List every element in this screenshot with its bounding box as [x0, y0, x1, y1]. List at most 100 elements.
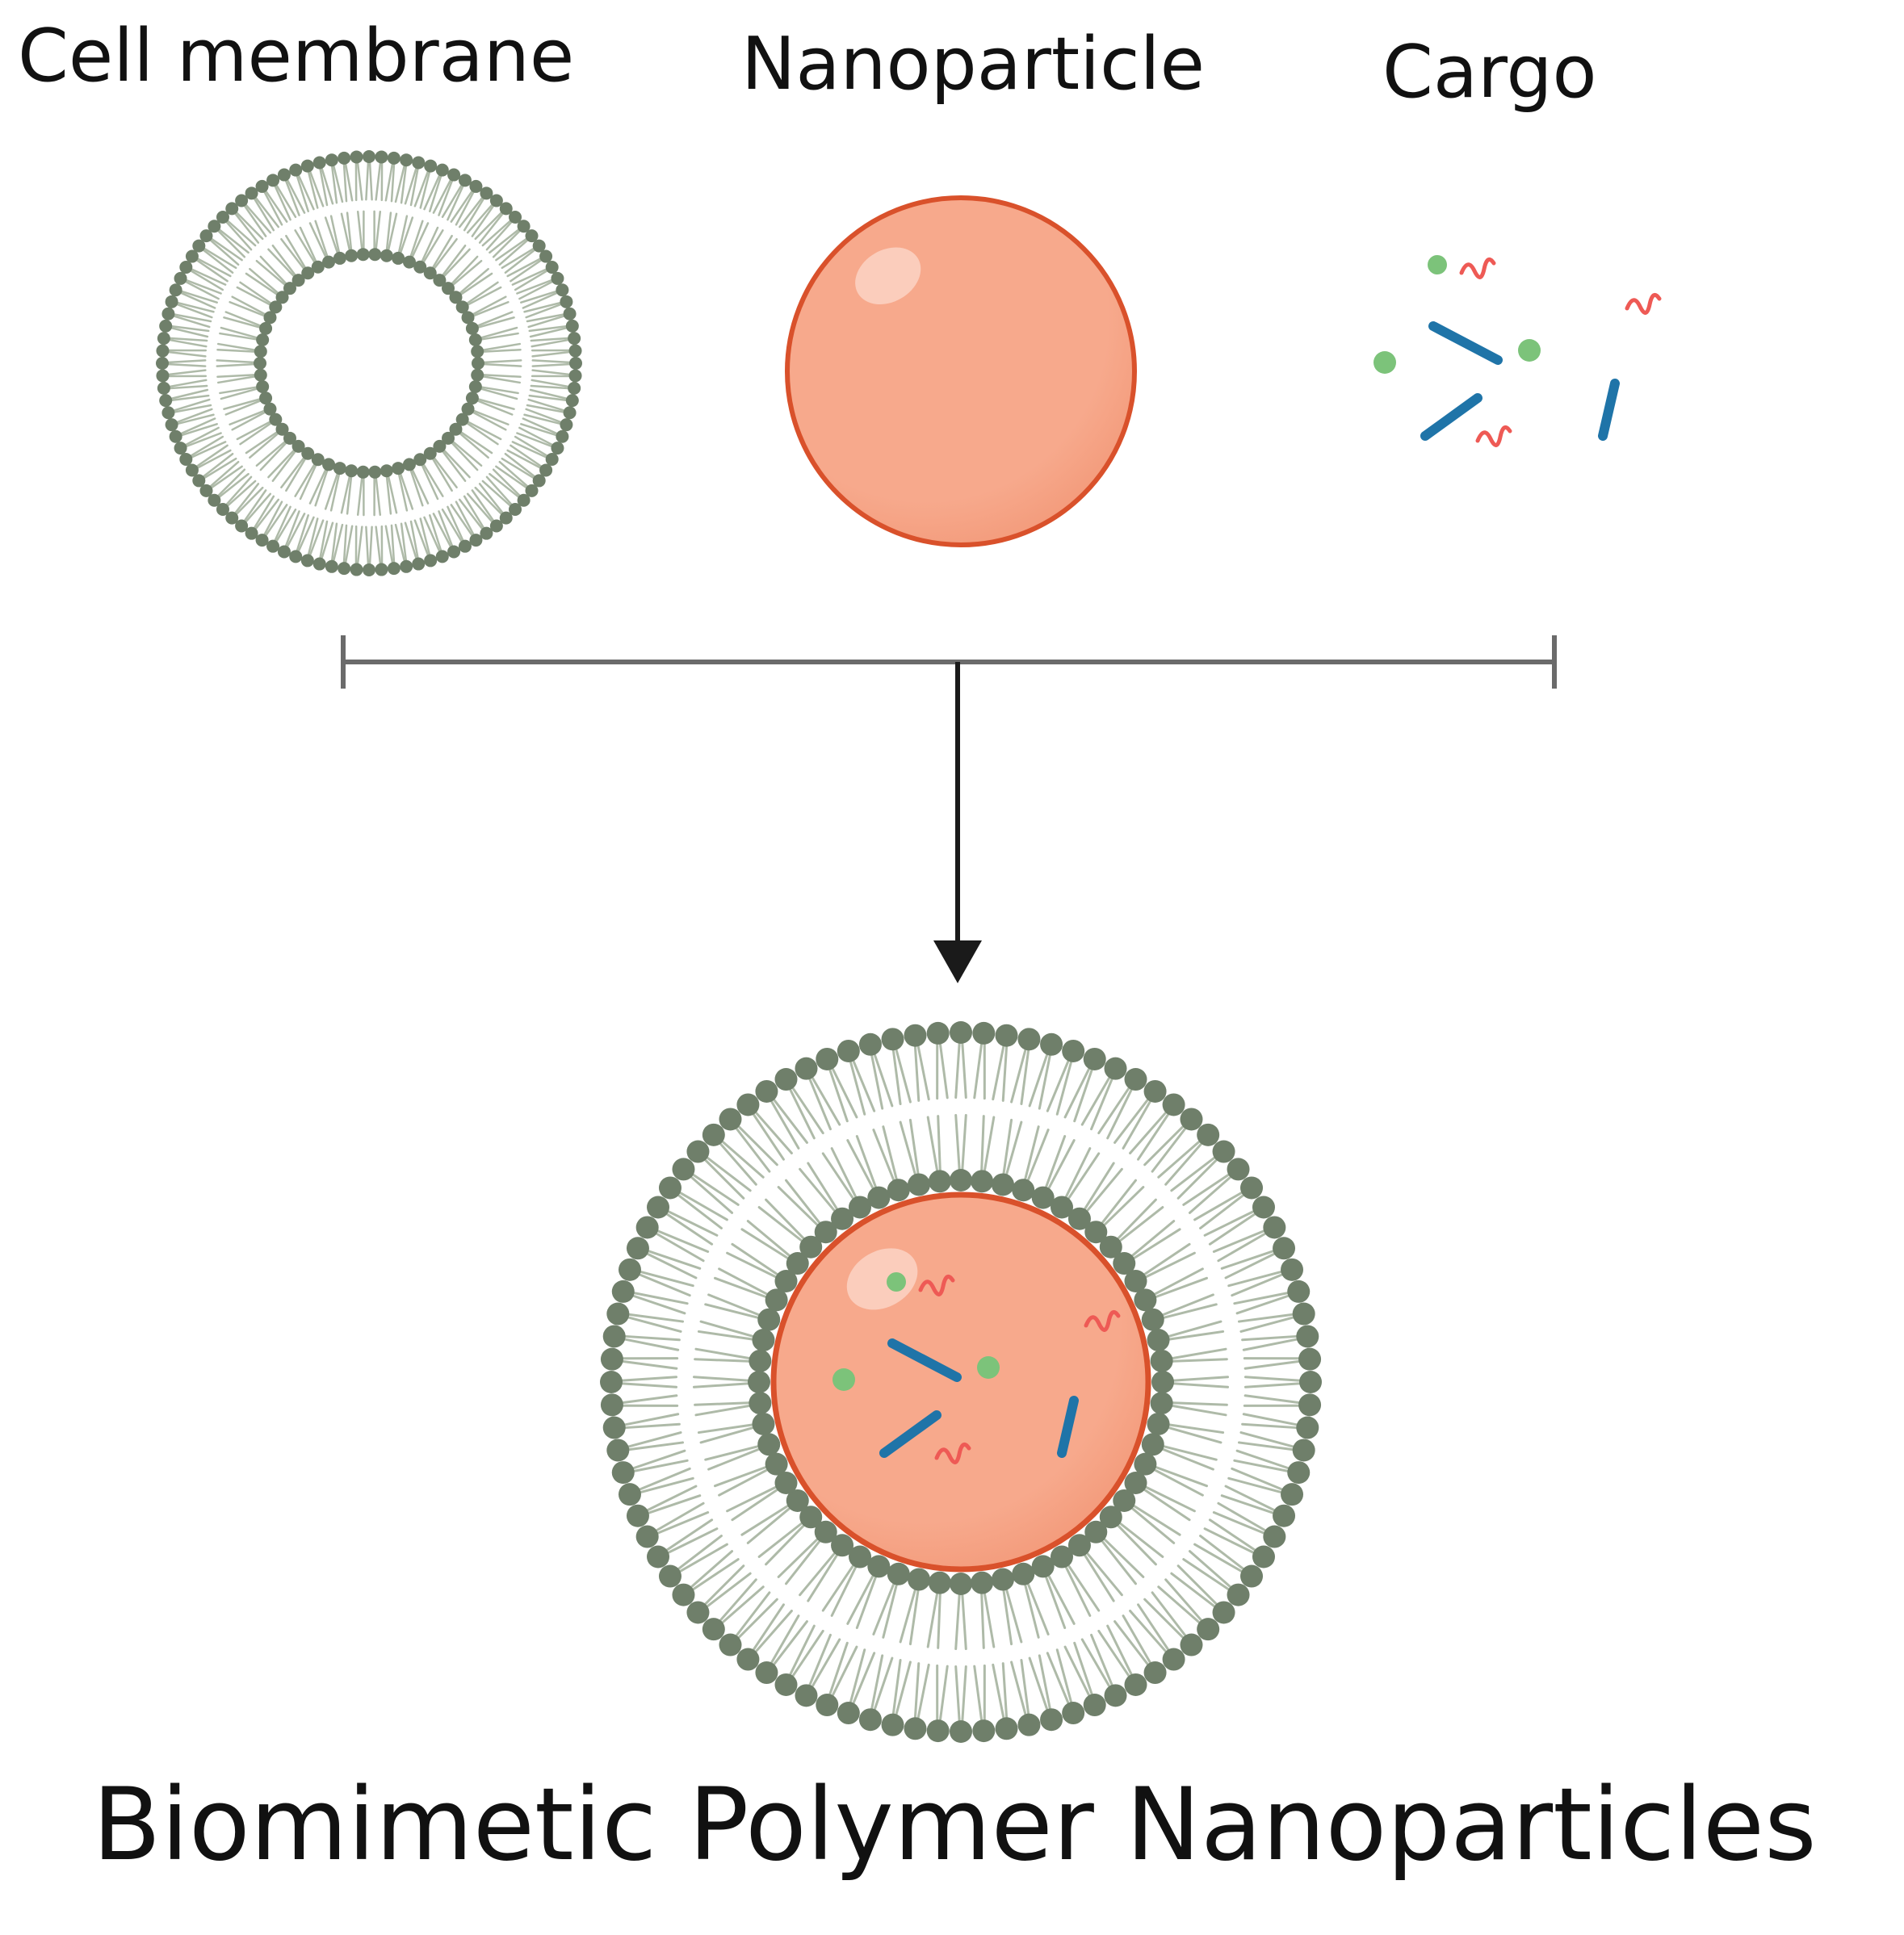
lipid-tail — [452, 259, 483, 286]
lipid-head — [322, 458, 336, 471]
lipid-tail — [387, 212, 398, 251]
lipid-head — [904, 1717, 927, 1740]
lipid-tail — [679, 1543, 728, 1573]
lipid-tail — [450, 190, 473, 223]
lipid-tail — [476, 311, 514, 327]
lipid-head — [1084, 1221, 1108, 1244]
sphere-highlight — [855, 247, 921, 304]
lipid-head — [563, 307, 577, 320]
lipid-tail — [852, 1652, 876, 1704]
lipid-tail — [973, 1665, 983, 1721]
lipid-tail — [180, 291, 216, 309]
lipid-tail — [514, 435, 548, 457]
lipid-tail — [368, 526, 373, 565]
lipid-head — [1263, 1216, 1286, 1239]
lipid-tail — [1090, 1633, 1113, 1686]
lipid-tail — [1168, 1426, 1223, 1444]
lipid-tail — [830, 1147, 858, 1198]
lipid-tail — [1106, 1088, 1133, 1140]
lipid-tail — [280, 457, 305, 489]
lipid-tail — [460, 272, 493, 295]
lipid-tail — [483, 359, 522, 364]
lipid-head — [1197, 1123, 1220, 1146]
lipid-tail — [1161, 1447, 1214, 1471]
lipid-head — [539, 249, 553, 263]
lipid-tail — [855, 1134, 877, 1188]
lipid-tail — [632, 1449, 686, 1470]
lipid-head — [626, 1504, 649, 1527]
combine-connector — [341, 635, 1557, 689]
lipid-tail — [1129, 1111, 1168, 1155]
lipid-head — [375, 563, 388, 576]
lipid-head — [658, 1564, 681, 1588]
lipid-head — [1134, 1288, 1157, 1312]
label-cargo: Cargo — [1382, 30, 1597, 115]
lipid-tail — [466, 281, 499, 304]
label-biomimetic-polymer-nanoparticles: Biomimetic Polymer Nanoparticles — [92, 1767, 1816, 1883]
lipid-tail — [329, 215, 341, 253]
lipid-tail — [1113, 1620, 1149, 1665]
lipid-tail — [506, 449, 541, 469]
lipid-head — [423, 446, 437, 460]
lipid-tail — [176, 304, 213, 319]
lipid-head — [161, 307, 175, 320]
lipid-tail — [234, 483, 260, 514]
lipid-head — [995, 1717, 1018, 1740]
lipid-tail — [983, 1116, 996, 1172]
cargo-rod — [1420, 393, 1483, 441]
lipid-tail — [913, 1662, 921, 1719]
cargo-strand — [1625, 292, 1662, 315]
lipid-tail — [265, 190, 288, 223]
lipid-tail — [518, 280, 553, 300]
lipid-head — [1067, 1534, 1091, 1557]
lipid-head — [774, 1270, 798, 1292]
lipid-tail — [185, 426, 220, 446]
lipid-head — [755, 1661, 778, 1685]
lipid-tail — [1026, 1582, 1050, 1636]
lipid-tail — [1176, 1158, 1218, 1200]
lipid-head — [1292, 1302, 1315, 1326]
lipid-tail — [1224, 1252, 1276, 1280]
lipid-head — [471, 345, 484, 358]
lipid-tail — [1217, 1232, 1267, 1263]
lipid-tail — [807, 1554, 838, 1602]
lipid-tail — [171, 394, 210, 402]
lipid-tail — [176, 408, 213, 423]
lipid-head — [626, 1237, 649, 1260]
lipid-head — [928, 1170, 951, 1193]
lipid-tail — [384, 525, 394, 563]
lipid-tail — [375, 162, 382, 201]
lipid-tail — [271, 244, 296, 276]
lipid-head — [551, 442, 564, 455]
lipid-head — [908, 1568, 931, 1591]
lipid-tail — [531, 369, 570, 376]
lipid-tail — [704, 1158, 745, 1200]
lipid-head — [413, 260, 427, 274]
lipid-head — [1113, 1489, 1136, 1512]
lipid-head — [412, 156, 426, 170]
lipid-tail — [690, 1550, 734, 1589]
lipid-head — [568, 369, 582, 383]
lipid-head — [283, 431, 296, 445]
lipid-head — [1051, 1545, 1073, 1569]
lipid-tail — [765, 1198, 805, 1240]
lipid-head — [560, 295, 573, 308]
lipid-tail — [423, 516, 441, 552]
lipid-tail — [1133, 1228, 1181, 1259]
lipid-head — [755, 1079, 778, 1103]
lipid-tail — [267, 450, 295, 479]
lipid-tail — [483, 362, 522, 367]
lipid-head — [156, 369, 170, 383]
lipid-head — [545, 261, 559, 274]
lipid-tail — [731, 1489, 778, 1522]
lipid-tail — [209, 239, 240, 266]
lipid-tail — [789, 1088, 816, 1140]
lipid-head — [1281, 1483, 1304, 1506]
lipid-tail — [297, 516, 315, 552]
lipid-head — [311, 453, 325, 467]
lipid-tail — [961, 1042, 967, 1099]
lipid-tail — [527, 315, 565, 329]
lipid-tail — [1047, 1139, 1076, 1190]
lipid-tail — [340, 475, 351, 514]
lipid-tail — [1231, 1273, 1283, 1297]
